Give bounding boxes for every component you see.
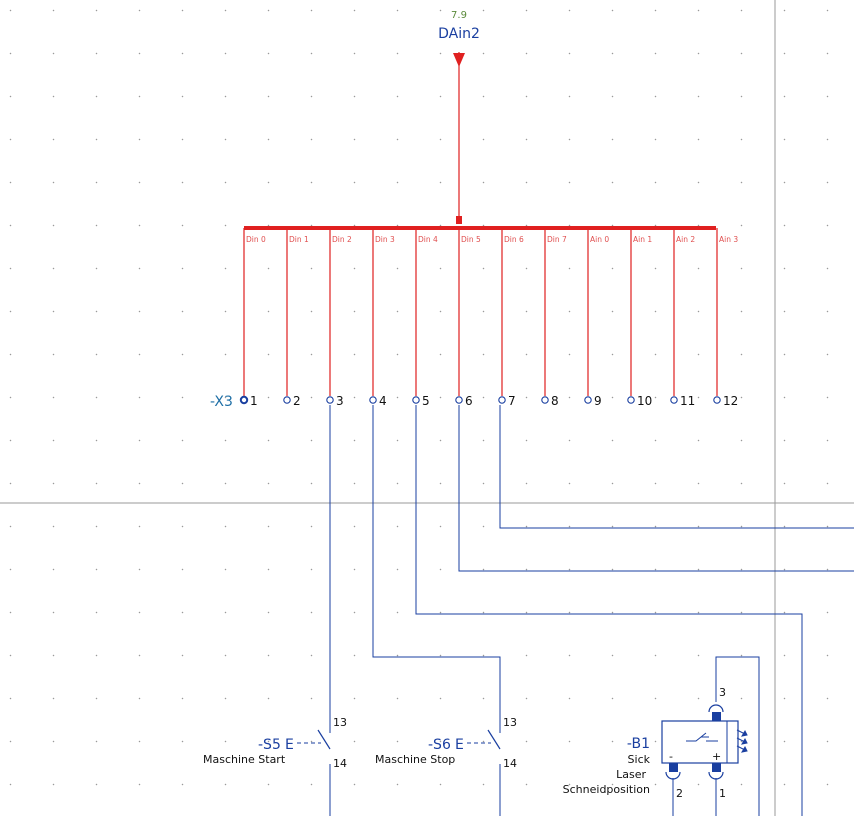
terminal[interactable]: 10: [627, 394, 652, 408]
terminal[interactable]: 5: [412, 394, 430, 408]
wire-b1-loop[interactable]: [715, 656, 760, 816]
terminal[interactable]: 8: [541, 394, 559, 408]
wire-terminal-7[interactable]: [499, 405, 854, 529]
terminal[interactable]: 12: [713, 394, 738, 408]
bus-channel-label: Din 4: [418, 235, 438, 244]
switch-s5-name: -S5: [258, 737, 281, 753]
sensor-b1-desc-line2: Laser: [616, 768, 646, 781]
terminal-number: 6: [465, 394, 473, 408]
terminal-number: 4: [379, 394, 387, 408]
sensor-b1-plus-sign: +: [712, 750, 721, 763]
switch-s5-description: Maschine Start: [203, 753, 286, 766]
terminal-number: 5: [422, 394, 430, 408]
bus-channel-label: Din 5: [461, 235, 481, 244]
switch-s5-suffix: E: [285, 737, 294, 753]
bus-channel-label: Din 7: [547, 235, 567, 244]
sensor-b1-body: [661, 720, 739, 764]
sensor-b1-minus-sign: -: [669, 750, 673, 763]
terminal-circle: [498, 396, 506, 404]
terminal-number: 11: [680, 394, 695, 408]
terminal-number: 12: [723, 394, 738, 408]
bus-channel-label: Din 2: [332, 235, 352, 244]
wire-terminal-6[interactable]: [458, 405, 854, 572]
terminal-number: 10: [637, 394, 652, 408]
sensor-b1-pin-2-connector: [665, 771, 681, 780]
switch-s5-contact: [317, 729, 331, 750]
switch-s5-pin-bottom: 14: [333, 757, 347, 770]
terminal[interactable]: 7: [498, 394, 516, 408]
switch-s5-pin-top: 13: [333, 716, 347, 729]
terminal-circle: [713, 396, 721, 404]
terminal-number: 7: [508, 394, 516, 408]
bus-labels: Din 0 Din 1 Din 2 Din 3 Din 4 Din 5 Din 6 Din 7…: [246, 235, 738, 244]
terminal-circle: [412, 396, 420, 404]
terminal-circle: [239, 395, 249, 405]
bus-drops: [243, 228, 718, 396]
terminal-circle: [584, 396, 592, 404]
terminal-number: 9: [594, 394, 602, 408]
bus-channel-label: Ain 3: [719, 235, 738, 244]
sensor-b1-pin-3-connector: [708, 704, 724, 713]
bus-cross-reference: 7.9: [451, 10, 467, 21]
terminal[interactable]: 4: [369, 394, 387, 408]
sensor-b1-pin-1-pad: [712, 763, 721, 772]
terminal-circle: [455, 396, 463, 404]
terminal[interactable]: 9: [584, 394, 602, 408]
terminal-circle: [627, 396, 635, 404]
sensor-b1-desc-line1: Sick: [628, 753, 651, 766]
sensor-b1-switch-icon: [686, 732, 718, 742]
switch-s6[interactable]: -S6 E 13 14 Maschine Stop: [375, 716, 517, 770]
sensor-b1-emitter-icon: [736, 729, 748, 753]
terminal[interactable]: 2: [283, 394, 301, 408]
wire-terminal-5[interactable]: [415, 405, 803, 816]
bus-channel-label: Din 0: [246, 235, 266, 244]
switch-s6-pin-top: 13: [503, 716, 517, 729]
terminal-circle: [283, 396, 291, 404]
sensor-b1-pin-2-pad: [669, 763, 678, 772]
wire-terminal-4[interactable]: [372, 405, 501, 733]
bus-channel-label: Din 6: [504, 235, 524, 244]
bus-name[interactable]: DAin2: [438, 26, 480, 42]
sensor-b1-name: -B1: [627, 736, 650, 752]
switch-s6-contact: [487, 729, 501, 750]
sensor-b1[interactable]: - + 3 2 1 -B1 Sick Laser Schneidposition: [563, 686, 748, 816]
terminal-number: 1: [250, 394, 258, 408]
bus-channel-label: Ain 1: [633, 235, 652, 244]
sensor-b1-desc-line3: Schneidposition: [563, 783, 650, 796]
terminal[interactable]: 11: [670, 394, 695, 408]
switch-s5[interactable]: -S5 E 13 14 Maschine Start: [203, 716, 347, 770]
terminal-circle: [369, 396, 377, 404]
sensor-b1-pin-left: 2: [676, 787, 683, 800]
terminal[interactable]: 3: [326, 394, 344, 408]
terminal-circle: [670, 396, 678, 404]
terminal-number: 3: [336, 394, 344, 408]
switch-s6-pin-bottom: 14: [503, 757, 517, 770]
terminal[interactable]: 1: [239, 394, 258, 408]
bus-channel-label: Ain 2: [676, 235, 695, 244]
switch-s6-description: Maschine Stop: [375, 753, 455, 766]
bus-channel-label: Ain 0: [590, 235, 609, 244]
terminal-strip-name[interactable]: -X3: [210, 394, 233, 410]
terminal[interactable]: 6: [455, 394, 473, 408]
switch-s6-suffix: E: [455, 737, 464, 753]
bus-channel-label: Din 3: [375, 235, 395, 244]
sensor-b1-pin-right: 1: [719, 787, 726, 800]
sensor-b1-pin-top: 3: [719, 686, 726, 699]
terminal-number: 8: [551, 394, 559, 408]
sensor-b1-pin-3-pad: [712, 712, 721, 721]
switch-s6-name: -S6: [428, 737, 451, 753]
bus-junction: [456, 216, 462, 224]
sensor-b1-pin-1-connector: [708, 771, 724, 780]
bus-arrow-icon: [453, 53, 465, 67]
bus-channel-label: Din 1: [289, 235, 309, 244]
terminal-circle: [326, 396, 334, 404]
terminal-number: 2: [293, 394, 301, 408]
terminal-circle: [541, 396, 549, 404]
